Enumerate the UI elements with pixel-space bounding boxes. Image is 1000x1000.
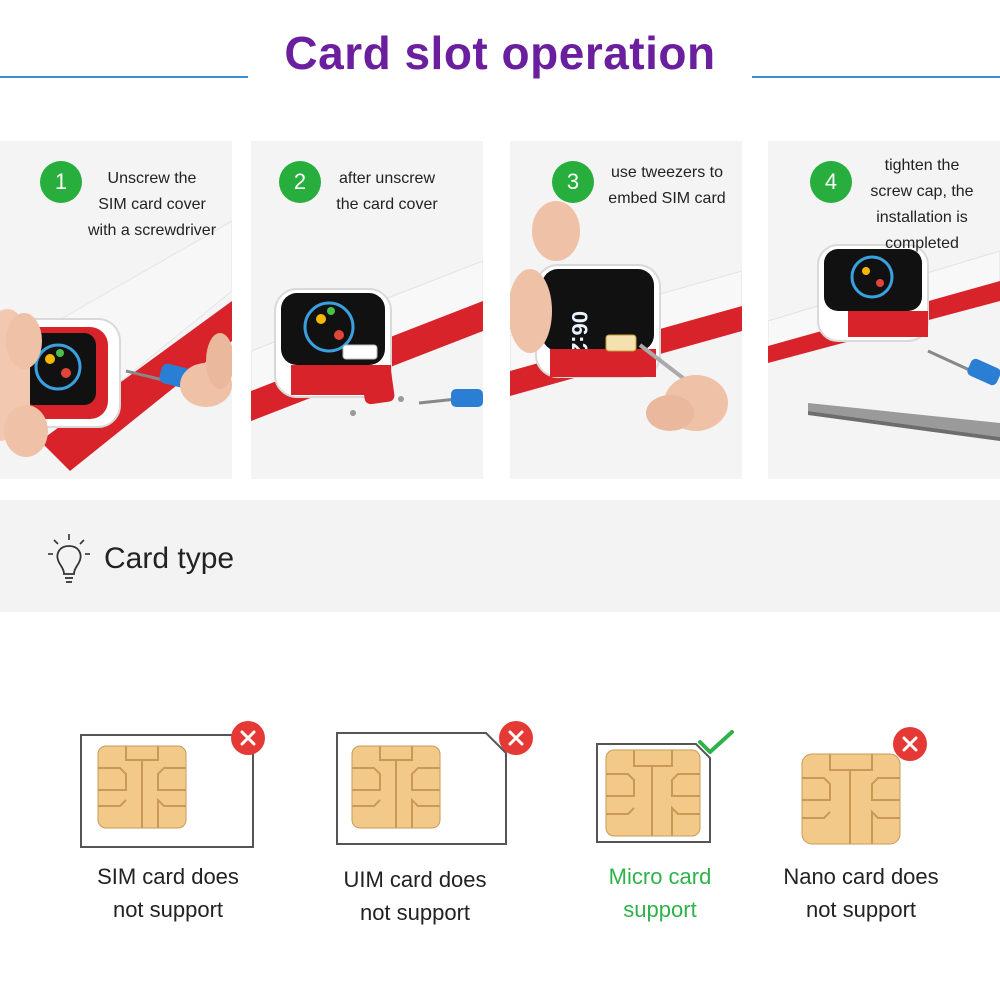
step-2-photo [251,141,483,479]
cross-icon [499,721,533,755]
title-rule-right [752,76,1000,78]
step-4-text: tighten the screw cap, the installation … [870,157,974,252]
sim-card [80,720,280,850]
cross-icon [893,727,927,761]
uim-card-caption: UIM card does not support [343,867,487,925]
sim-card-caption: SIM card does not support [97,864,239,922]
lightbulb-icon [48,534,90,583]
title-rule-left [0,76,248,78]
step-1-photo [0,141,232,479]
step-1-panel: 1 Unscrew the SIM card cover with a scre… [0,141,232,479]
step-4-number: 4 [810,161,852,203]
nano-card [798,726,938,850]
nano-card-caption: Nano card does not support [783,864,939,922]
card-type-band: Card type [0,500,1000,612]
uim-card [336,720,536,850]
step-2-number: 2 [279,161,321,203]
step-3-panel: 06:20 3 use tweezers to embed SIM card [510,141,742,479]
step-4-photo [768,141,1000,479]
micro-card [596,728,746,848]
step-2-text: after unscrew the card cover [336,170,438,213]
micro-card-caption: Micro card support [608,864,712,922]
card-type-label: Card type [104,542,235,575]
step-4-panel: 4 tighten the screw cap, the installatio… [768,141,1000,479]
page-title: Card slot operation [284,27,716,79]
title-row: Card slot operation [0,18,1000,94]
step-3-photo: 06:20 [510,141,742,479]
step-3-text: use tweezers to embed SIM card [608,164,726,207]
check-icon [698,730,734,754]
step-1-text: Unscrew the SIM card cover with a screwd… [87,170,217,239]
step-1-number: 1 [40,161,82,203]
step-2-panel: 2 after unscrew the card cover [251,141,483,479]
cross-icon [231,721,265,755]
step-3-number: 3 [552,161,594,203]
